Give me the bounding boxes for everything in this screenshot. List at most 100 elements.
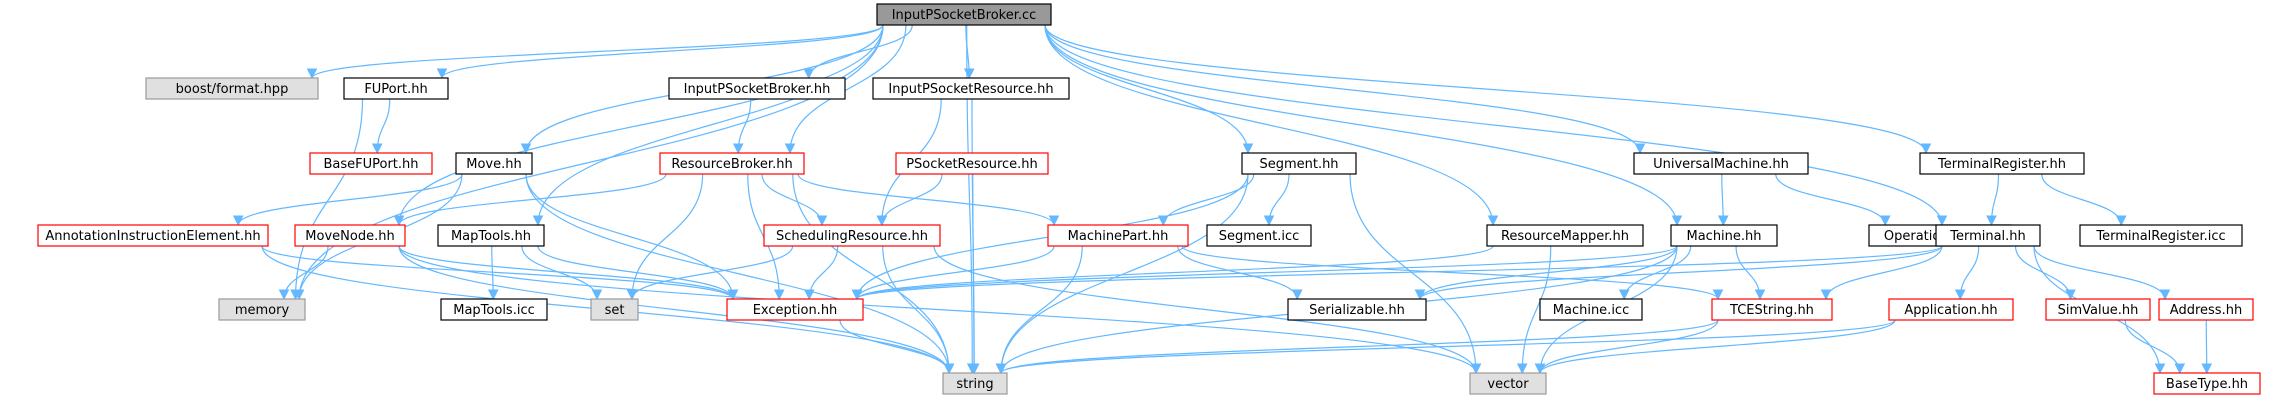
edge-movenode-to-exception	[398, 245, 739, 301]
node-string[interactable]: string	[942, 372, 1008, 395]
node-basetype[interactable]: BaseType.hh	[2153, 372, 2261, 395]
node-address[interactable]: Address.hh	[2158, 298, 2254, 321]
node-machpart[interactable]: MachinePart.hh	[1047, 224, 1189, 247]
edge-machine-to-tcestring	[1735, 245, 1766, 301]
node-box-movenode	[294, 224, 406, 247]
edge-machpart-to-serializable	[1177, 245, 1303, 301]
node-box-segment	[1241, 152, 1357, 175]
edge-root-to-univmach	[1044, 24, 1646, 155]
node-machicc[interactable]: Machine.icc	[1539, 298, 1643, 321]
node-serializable[interactable]: Serializable.hh	[1287, 298, 1427, 321]
edge-segment-to-segicc	[1263, 173, 1290, 227]
node-segicc[interactable]: Segment.icc	[1206, 224, 1312, 247]
node-label-memory: memory	[235, 303, 290, 318]
edge-machpart-to-tcestring	[1181, 245, 1724, 301]
node-box-tcestring	[1711, 298, 1833, 321]
node-label-basefuport: BaseFUPort.hh	[323, 157, 418, 172]
node-box-basetype	[2153, 372, 2261, 395]
node-box-move	[455, 152, 533, 175]
node-label-simvalue: SimValue.hh	[2058, 303, 2139, 318]
edge-resmapper-to-exception	[851, 245, 1494, 301]
node-resmapper[interactable]: ResourceMapper.hh	[1486, 224, 1644, 247]
edge-fuport-to-memory	[290, 98, 364, 301]
node-movenode[interactable]: MoveNode.hh	[294, 224, 406, 247]
node-terminal[interactable]: Terminal.hh	[1935, 224, 2041, 247]
edge-root-to-segment	[1044, 24, 1254, 155]
node-fuport[interactable]: FUPort.hh	[343, 77, 449, 100]
edge-resbroker-to-movenode	[393, 173, 667, 227]
node-termreg[interactable]: TerminalRegister.hh	[1919, 152, 2085, 175]
node-basefuport[interactable]: BaseFUPort.hh	[309, 152, 433, 175]
edge-move-to-string	[525, 173, 955, 375]
edge-machine-to-exception	[851, 245, 1678, 301]
node-tcestring[interactable]: TCEString.hh	[1711, 298, 1833, 321]
edge-ipsb_hh-to-resbroker	[732, 98, 752, 155]
node-univmach[interactable]: UniversalMachine.hh	[1633, 152, 1809, 175]
node-boost[interactable]: boost/format.hpp	[145, 77, 319, 100]
node-box-maptools	[437, 224, 545, 247]
node-ipsb_hh[interactable]: InputPSocketBroker.hh	[668, 77, 846, 100]
node-label-string: string	[956, 377, 993, 392]
node-psockres[interactable]: PSocketResource.hh	[895, 152, 1049, 175]
node-root[interactable]: InputPSocketBroker.cc	[876, 3, 1052, 26]
node-label-terminal: Terminal.hh	[1949, 229, 2026, 244]
node-maptools[interactable]: MapTools.hh	[437, 224, 545, 247]
edge-root-to-machine	[1044, 24, 1683, 227]
edge-root-to-memory	[293, 24, 884, 301]
edge-root-to-ipsb_hh	[803, 24, 913, 80]
node-simvalue[interactable]: SimValue.hh	[2045, 298, 2151, 321]
edge-schedres-to-exception	[803, 245, 839, 301]
edge-fuport-to-basefuport	[371, 98, 391, 155]
node-maptoolsicc[interactable]: MapTools.icc	[440, 298, 548, 321]
node-exception[interactable]: Exception.hh	[726, 298, 864, 321]
node-box-terminal	[1935, 224, 2041, 247]
node-label-machicc: Machine.icc	[1553, 303, 1629, 318]
edge-root-to-termreg	[1044, 24, 1932, 155]
node-resbroker[interactable]: ResourceBroker.hh	[659, 152, 805, 175]
node-box-termregicc	[2079, 224, 2243, 247]
edge-schedres-to-vector	[933, 245, 1482, 375]
node-schedres[interactable]: SchedulingResource.hh	[763, 224, 941, 247]
node-application[interactable]: Application.hh	[1888, 298, 2014, 321]
edge-tcestring-to-vector	[1534, 319, 1719, 375]
node-move[interactable]: Move.hh	[455, 152, 533, 175]
edge-move-to-exception	[525, 173, 739, 301]
node-label-root: InputPSocketBroker.cc	[892, 8, 1037, 23]
edge-root-to-movenode	[393, 24, 884, 227]
node-termregicc[interactable]: TerminalRegister.icc	[2079, 224, 2243, 247]
node-set[interactable]: set	[590, 298, 639, 321]
graph-nodes: InputPSocketBroker.cc boost/format.hpp FUP…	[37, 3, 2261, 395]
node-box-address	[2158, 298, 2254, 321]
edge-machpart-to-string	[995, 245, 1083, 375]
node-ipsr_hh[interactable]: InputPSocketResource.hh	[872, 77, 1070, 100]
node-box-machine	[1670, 224, 1778, 247]
edge-root-to-terminal	[1044, 24, 1948, 227]
node-memory[interactable]: memory	[218, 298, 306, 321]
edge-resbroker-to-machpart	[797, 173, 1060, 227]
node-box-serializable	[1287, 298, 1427, 321]
edge-root-to-resbroker	[784, 24, 907, 155]
edge-movenode-to-memory	[278, 245, 329, 301]
edge-address-to-basetype	[2201, 319, 2213, 375]
node-box-memory	[218, 298, 306, 321]
node-label-ipsr_hh: InputPSocketResource.hh	[888, 82, 1053, 97]
node-label-serializable: Serializable.hh	[1309, 303, 1405, 318]
node-box-resbroker	[659, 152, 805, 175]
node-annot[interactable]: AnnotationInstructionElement.hh	[37, 224, 269, 247]
node-segment[interactable]: Segment.hh	[1241, 152, 1357, 175]
graph-edges	[232, 24, 2213, 375]
edge-application-to-string	[995, 319, 1896, 375]
edge-maptools-to-set	[521, 245, 603, 301]
node-label-machine: Machine.hh	[1686, 229, 1761, 244]
node-box-schedres	[763, 224, 941, 247]
edge-machine-to-machicc	[1618, 245, 1692, 301]
edge-resbroker-to-set	[626, 173, 704, 301]
edge-root-to-maptools	[532, 24, 884, 227]
edge-resbroker-to-string	[792, 173, 955, 375]
node-label-ipsb_hh: InputPSocketBroker.hh	[684, 82, 831, 97]
node-vector[interactable]: vector	[1469, 372, 1547, 395]
node-box-annot	[37, 224, 269, 247]
node-machine[interactable]: Machine.hh	[1670, 224, 1778, 247]
edge-movenode-to-string	[398, 245, 955, 375]
node-label-basetype: BaseType.hh	[2166, 377, 2248, 392]
